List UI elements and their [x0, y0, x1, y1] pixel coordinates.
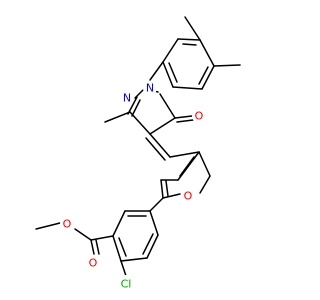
- bond: [127, 96, 138, 115]
- oxygen-ester-double: O: [86, 256, 100, 270]
- bond: [177, 151, 200, 181]
- bond: [199, 39, 215, 67]
- bond: [149, 133, 171, 158]
- bond: [162, 61, 174, 88]
- bond: [149, 210, 159, 236]
- bond: [168, 62, 178, 83]
- bond: [172, 86, 203, 90]
- bond: [118, 237, 127, 257]
- bond: [199, 175, 211, 194]
- bond: [177, 38, 201, 41]
- bond: [174, 115, 193, 119]
- bond: [165, 180, 169, 197]
- bond: [95, 239, 100, 255]
- atom-label: N: [123, 92, 131, 105]
- atom-layer: N N O O O O Cl: [60, 81, 206, 293]
- oxygen-furan: O: [181, 189, 195, 203]
- bond: [162, 38, 179, 63]
- bond: [198, 151, 211, 177]
- atom-label: N: [146, 82, 154, 95]
- bond: [129, 111, 151, 135]
- atom-label: O: [184, 190, 193, 203]
- bond: [198, 66, 209, 85]
- oxygen-ketone: O: [192, 109, 206, 123]
- bond: [104, 111, 131, 123]
- bond: [142, 233, 154, 255]
- bond: [146, 234, 159, 259]
- bond: [179, 156, 195, 177]
- bond: [90, 235, 114, 241]
- atom-label: Cl: [121, 278, 132, 291]
- molecule-drawing: N N O O O O Cl: [35, 16, 241, 293]
- bond: [112, 235, 122, 262]
- bond: [90, 239, 95, 255]
- bond: [120, 260, 127, 277]
- atom-label: O: [63, 218, 72, 231]
- bond: [160, 179, 164, 199]
- structure-svg: N N O O O O Cl: [35, 16, 241, 293]
- bond: [213, 64, 241, 67]
- bond: [120, 257, 148, 262]
- bond: [184, 16, 201, 41]
- bond-layer: [35, 16, 241, 277]
- bond: [201, 65, 215, 90]
- bond: [74, 228, 92, 241]
- atom-label: O: [195, 110, 204, 123]
- nitrogen-n1: N: [143, 81, 157, 95]
- chlorine: Cl: [117, 275, 135, 293]
- bond: [112, 210, 126, 237]
- bond: [131, 99, 141, 117]
- bond: [159, 93, 176, 119]
- bond: [134, 89, 144, 99]
- bond: [149, 117, 176, 135]
- bond: [149, 61, 164, 81]
- nitrogen-n2: N: [120, 91, 134, 105]
- bond: [145, 137, 166, 161]
- bond: [169, 151, 200, 158]
- bond: [176, 119, 194, 123]
- atom-label: O: [89, 257, 98, 270]
- oxygen-ester-single: O: [60, 217, 74, 231]
- bond: [182, 43, 197, 46]
- bond: [149, 197, 164, 212]
- bond: [35, 222, 61, 230]
- bond: [162, 193, 181, 199]
